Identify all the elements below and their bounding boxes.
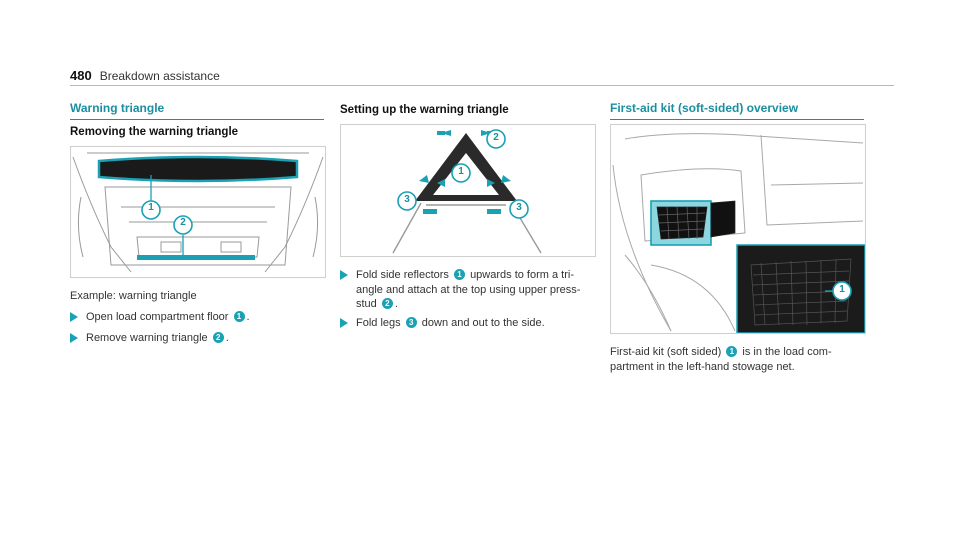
figure-load-compartment: 1 2 <box>70 146 326 278</box>
subheading-removing: Removing the warning triangle <box>70 126 239 138</box>
section-title-warning-triangle: Warning triangle <box>70 101 324 120</box>
load-compartment-illustration <box>72 152 324 273</box>
triangle-arrow-icon <box>70 312 78 322</box>
figure-callout-1: 1 <box>148 202 154 213</box>
figure-callout-3-right: 3 <box>516 202 522 213</box>
step-text: Remove warning triangle <box>86 332 208 344</box>
page-number: 480 <box>70 68 92 83</box>
callout-badge: 1 <box>454 269 465 280</box>
para-text-end: is in the load com-partment in the left-… <box>610 346 832 373</box>
step-text-end: . <box>225 332 229 344</box>
step-text-end: . <box>246 311 250 323</box>
step-open-floor: Open load compartment floor 1. <box>70 310 324 325</box>
triangle-arrow-icon <box>340 318 348 328</box>
step-text: Open load compartment floor <box>86 311 229 323</box>
step-text-end: . <box>394 298 398 311</box>
callout-badge: 2 <box>381 298 393 310</box>
section-title-first-aid: First-aid kit (soft-sided) overview <box>610 101 864 120</box>
warning-triangle-illustration <box>392 129 542 254</box>
callout-badge: 1 <box>726 346 738 357</box>
first-aid-net-illustration <box>612 133 865 333</box>
figure-callout-3-left: 3 <box>404 194 410 205</box>
step-text-end: down and out to the side. <box>421 317 545 329</box>
first-aid-description: First-aid kit (soft sided) 1 is in the l… <box>610 345 864 374</box>
figure-first-aid-kit: 1 <box>610 124 866 334</box>
step-remove-triangle: Remove warning triangle 2. <box>70 331 324 346</box>
step-text-mid: upwards to form a tri-angle and attach a… <box>356 269 581 311</box>
callout-badge: 1 <box>233 311 245 322</box>
triangle-arrow-icon <box>70 333 78 343</box>
step-text: Fold legs <box>356 317 401 329</box>
figure-warning-triangle: 1 2 3 3 <box>340 124 596 257</box>
figure-caption: Example: warning triangle <box>70 290 197 302</box>
triangle-arrow-icon <box>340 270 348 280</box>
step-fold-reflectors: Fold side reflectors 1 upwards to form a… <box>340 268 594 312</box>
figure-callout-1: 1 <box>458 166 464 177</box>
para-text: First-aid kit (soft sided) <box>610 346 722 358</box>
step-text: Fold side reflectors <box>356 269 449 281</box>
figure-callout-1: 1 <box>839 284 845 295</box>
callout-badge: 2 <box>212 332 224 343</box>
subheading-setting-up: Setting up the warning triangle <box>340 104 509 116</box>
page-header: 480 Breakdown assistance <box>70 67 894 86</box>
page-title: Breakdown assistance <box>99 69 220 83</box>
figure-callout-2: 2 <box>493 132 499 143</box>
callout-badge: 3 <box>405 317 417 328</box>
step-fold-legs: Fold legs 3 down and out to the side. <box>340 316 594 331</box>
figure-callout-2: 2 <box>180 217 186 228</box>
